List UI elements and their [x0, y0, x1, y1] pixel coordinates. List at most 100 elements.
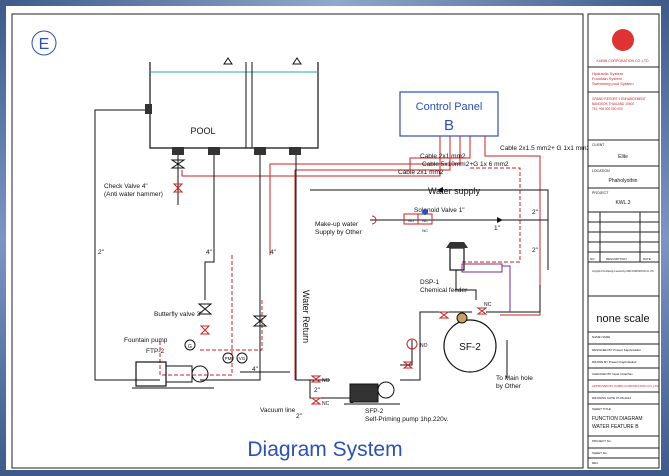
cable-label-4: Cable 2x1 mm2 [398, 169, 444, 176]
scope-line: Swimming pool System [592, 81, 634, 86]
butterfly-valve[interactable] [197, 303, 213, 335]
drawing-frame [11, 13, 584, 469]
control-panel[interactable]: Control Panel B [399, 91, 499, 137]
corner-letter: E [39, 36, 50, 53]
name-field: NAME NAME [592, 335, 610, 339]
revision-heading: DESCRIPTION [606, 257, 627, 261]
cable-label-1: Cable 2x1.5 mm2+ G 1x1 mm2 [500, 145, 591, 152]
fountain-pump-label: Fountain pump [124, 337, 168, 344]
scale-value: none scale [596, 313, 649, 325]
sand-filter-label: SF-2 [459, 342, 481, 353]
valve-state-label: NC [422, 228, 428, 233]
pipe-size-label: 4" [252, 366, 259, 373]
filter-valves[interactable]: NO [402, 307, 488, 369]
location-heading: LOCATION [592, 169, 610, 173]
main-hole-label: To Main hole [496, 375, 533, 382]
pressure-gauge-pm [222, 352, 234, 364]
vacuum-gauge [236, 352, 248, 364]
pool-label: POOL [190, 126, 215, 136]
valve-state-label: NC [484, 302, 492, 308]
sfp-label: Self-Priming pump 1hp.220v. [365, 416, 449, 423]
solenoid-valve[interactable]: NO NC NC [371, 209, 433, 233]
scope-line: Fountain System [592, 76, 623, 81]
address-line: GRAND RESORT 1 ENHANCEMENT [592, 97, 646, 101]
valve-state-label: NC [322, 401, 330, 407]
company-logo [612, 29, 634, 51]
cable-label-3: Cable 5x10mm2+G 1x 6 mm2 [422, 161, 509, 168]
company-name: KUBIN CORPORATION CO.,LTD. [597, 59, 650, 63]
client-value: Elite [618, 154, 628, 160]
valve-state-label: NO [420, 343, 428, 349]
pipe-size-label: 1" [494, 225, 501, 232]
self-priming-pump[interactable] [344, 381, 400, 405]
fountain-pump-tag: FTP-2 [146, 348, 164, 355]
water-return-label: Water Return [301, 290, 311, 343]
project-number: PROJECT No. [592, 439, 612, 443]
location-value: Phaholyothin [609, 178, 638, 184]
pipe-size-label: 2" [296, 413, 303, 420]
client-heading: CLIENT [592, 143, 605, 147]
dsp-tag: DSP-1 [420, 279, 440, 286]
check-valve-label: Check Valve 4" [104, 183, 148, 190]
sheet-title: FUNCTION DIAGRAM [592, 416, 643, 422]
revision-heading: NO [590, 257, 595, 261]
drawing-date: DRAWING DATE 07-08-2014 [592, 396, 632, 400]
pipe-size-label: 2" [98, 249, 105, 256]
pressure-gauge [184, 339, 196, 351]
drawn-by: DRAWN BY Prasert Kajohnkaikul [592, 360, 637, 364]
pipe-size-label: 2" [532, 247, 539, 254]
address-line: BANGKOK THAILAND 10400 [592, 102, 634, 106]
scope-line: Hydraulic System [592, 71, 624, 76]
address-line: TEL +66 000 000 000 [592, 107, 623, 111]
gauge-label: PM [225, 356, 232, 361]
water-pipes [94, 109, 549, 399]
control-panel-letter: B [444, 117, 454, 134]
corner-marker [31, 30, 57, 56]
pool-tank: POOL [145, 57, 319, 155]
valve-state-label: NO [408, 218, 414, 223]
sheet-number: SHEET No. [592, 451, 608, 455]
cable-lines [159, 136, 541, 380]
sheet-heading: SHEET TITLE [592, 407, 611, 411]
checked-by: CHECKED BY Nipat Chaichan [592, 372, 633, 376]
chemical-feeder[interactable] [446, 242, 511, 312]
approved-by: APPROVED BY KUBIN CORPORATION CO.,LTD. [592, 384, 660, 388]
water-supply-label: Water supply [428, 186, 481, 196]
window-border-right [661, 0, 669, 476]
fountain-pump[interactable] [132, 361, 214, 389]
revision-heading: DATE [643, 257, 651, 261]
dsp-label: Chemical feeder [420, 287, 468, 294]
pipe-size-label: 4" [206, 249, 213, 256]
gauge-label: VG [239, 356, 246, 361]
makeup-note: Supply by Other [315, 229, 362, 236]
butterfly-label: Butterfly valve 3" [154, 311, 203, 318]
sheet-subtitle: WATER FEATURE B [592, 424, 639, 430]
cable-label-2: Cable 2x1 mm2 [420, 153, 466, 160]
sand-filter[interactable]: SF-2 NC [443, 302, 497, 373]
butterfly-valve-return[interactable] [252, 315, 268, 327]
window-border-top [0, 0, 669, 6]
valve-state-label: NC [422, 218, 428, 223]
solenoid-label: Solenoid Valve 1" [414, 207, 465, 214]
valve-state-label: NO [322, 378, 330, 384]
check-valve[interactable] [170, 159, 186, 193]
pipe-size-label: 2" [314, 387, 321, 394]
vacuum-line-label: Vacuum line [260, 407, 296, 414]
revision-number: REV. [592, 461, 599, 465]
project-heading: PROJECT [592, 191, 609, 195]
check-valve-note: (Anti water hammer) [104, 191, 163, 198]
project-value: KWL.3 [615, 200, 630, 206]
pipe-size-label: 2" [532, 209, 539, 216]
designed-by: DESIGNED BY Prasert Kajohnkaikul [592, 348, 641, 352]
diagram-title: Diagram System [247, 438, 402, 461]
window-border-bottom [0, 470, 669, 476]
pipe-size-label: 4" [270, 249, 277, 256]
makeup-label: Make-up water [315, 221, 359, 228]
control-panel-label: Control Panel [416, 101, 483, 113]
main-hole-note: by Other [496, 383, 522, 390]
title-block: KUBIN CORPORATION CO.,LTD. Hydraulic Sys… [587, 13, 660, 469]
return-valves[interactable]: NO NC [310, 375, 330, 407]
copyright-note: Copyright of this Drawing is reserved by… [592, 269, 654, 273]
